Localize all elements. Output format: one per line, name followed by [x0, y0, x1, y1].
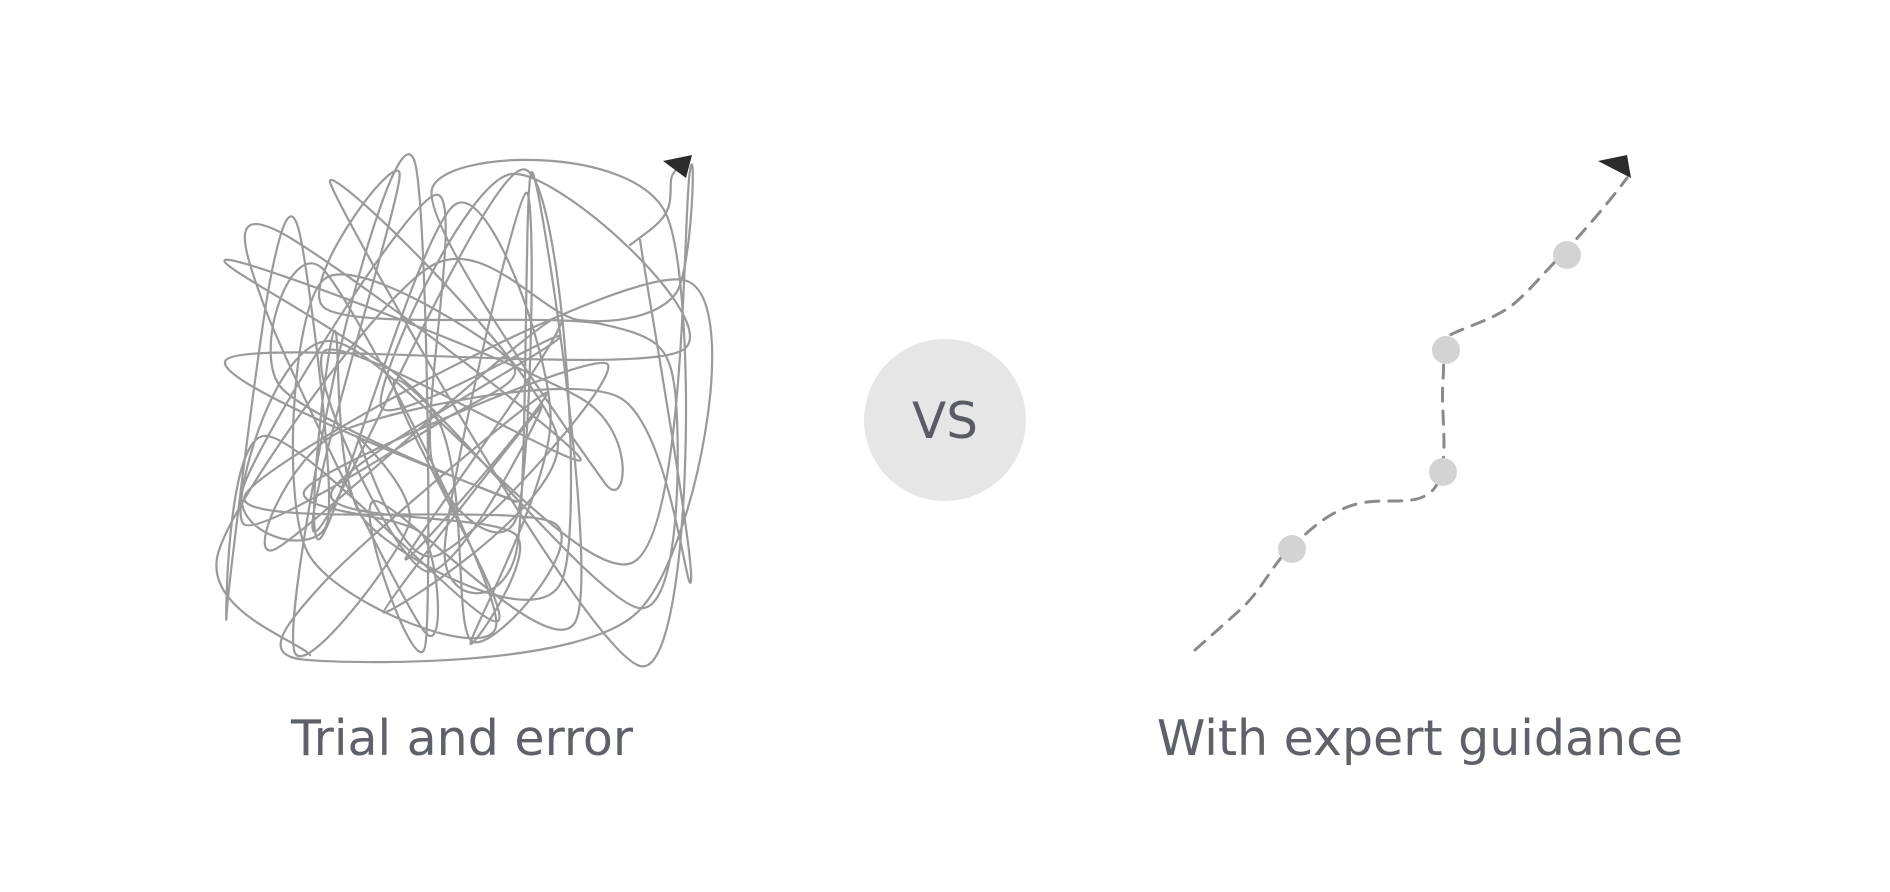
tangled-scribble — [216, 154, 712, 666]
trial-and-error-illustration — [216, 154, 712, 666]
vs-label: VS — [912, 392, 978, 450]
milestone-dot — [1278, 535, 1306, 563]
arrowhead-icon — [663, 155, 692, 178]
milestone-dot — [1432, 336, 1460, 364]
milestone-dot — [1553, 241, 1581, 269]
expert-guidance-illustration — [1195, 155, 1631, 650]
expert-guidance-caption: With expert guidance — [1157, 710, 1683, 767]
scribble-tail-line — [630, 170, 676, 245]
arrowhead-icon — [1598, 155, 1631, 178]
vs-badge: VS — [864, 339, 1026, 501]
milestone-dot — [1429, 458, 1457, 486]
trial-and-error-caption: Trial and error — [290, 710, 634, 767]
